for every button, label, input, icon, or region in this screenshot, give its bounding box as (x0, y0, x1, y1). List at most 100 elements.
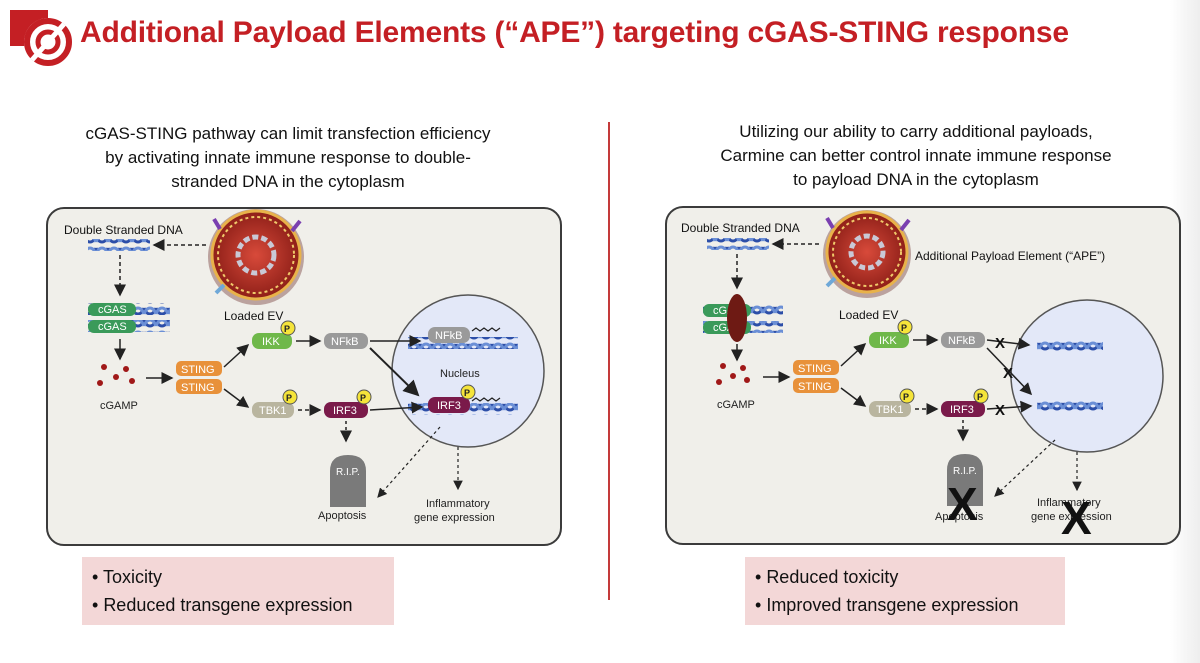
bullet-text: Toxicity (102, 567, 162, 587)
right-caption: Utilizing our ability to carry additiona… (676, 120, 1156, 192)
caption-line: stranded DNA in the cytoplasm (171, 172, 405, 191)
slide-title: Additional Payload Elements (“APE”) targ… (80, 16, 1069, 49)
cgas-label: cGAS (98, 304, 127, 316)
tombstone-icon (947, 454, 983, 506)
irf3-protein (941, 401, 985, 417)
sting-to-ikk-arrow (840, 342, 867, 367)
cgas-protein (88, 303, 136, 316)
phosphate-icon (973, 388, 989, 404)
tbk1-protein (252, 402, 294, 418)
bullet-item: • Improved transgene expression (755, 595, 1019, 615)
phosphate-label: P (977, 392, 983, 402)
nuclear-irf3 (428, 397, 470, 413)
bullet-text: Improved transgene expression (766, 595, 1019, 615)
phosphate-icon (460, 384, 476, 400)
caption-line: by activating innate immune response to … (105, 148, 471, 167)
sting-protein (176, 361, 222, 376)
irf3-label: IRF3 (437, 400, 461, 412)
sting-to-tbk1-arrow (840, 387, 867, 407)
cgamp-label: cGAMP (717, 399, 755, 411)
sting-protein (793, 360, 839, 375)
rip-label: R.I.P. (336, 467, 360, 478)
carmine-logo-icon (10, 10, 72, 66)
nuclear-nfkb (428, 327, 470, 343)
nfkb-label: NFkB (948, 335, 976, 347)
phosphate-icon (356, 389, 372, 405)
gene-expression-label: gene expression (414, 512, 495, 524)
phosphate-label: P (903, 392, 909, 402)
caption-line: Utilizing our ability to carry additiona… (739, 122, 1093, 141)
sting-to-tbk1-arrow (223, 388, 250, 408)
dsdna-label: Double Stranded DNA (681, 221, 800, 235)
loaded-ev-label: Loaded EV (224, 309, 283, 323)
irf3-translocation-arrow (986, 400, 1033, 413)
phosphate-label: P (360, 393, 366, 403)
tbk1-label: TBK1 (259, 405, 287, 417)
phosphate-label: P (464, 388, 470, 398)
sting-label: STING (798, 381, 832, 393)
right-outcomes-box: • Reduced toxicity • Improved transgene … (745, 557, 1065, 625)
phosphate-label: P (286, 393, 292, 403)
block-x-icon: X (995, 335, 1005, 352)
tbk1-label: TBK1 (876, 404, 904, 416)
cgamp-molecules (716, 363, 750, 385)
ape-inhibitor-icon (727, 294, 747, 342)
ape-label: Additional Payload Element (“APE”) (915, 249, 1105, 263)
phosphate-icon (280, 320, 296, 336)
caption-line: Carmine can better control innate immune… (720, 146, 1112, 165)
inflammatory-label: Inflammatory (1037, 497, 1101, 509)
inflammatory-label: Inflammatory (426, 498, 490, 510)
cgas-protein (88, 320, 136, 333)
gene-expression-label: gene expression (1031, 511, 1112, 523)
ikk-label: IKK (879, 335, 897, 347)
mrna-icon (471, 327, 501, 332)
cgamp-label: cGAMP (100, 400, 138, 412)
phosphate-icon (899, 388, 915, 404)
mrna-icon (471, 397, 501, 402)
bullet-item: • Toxicity (92, 567, 162, 587)
tbk1-protein (869, 401, 911, 417)
ikk-protein (869, 332, 909, 348)
nuclear-dna-helix (1037, 400, 1103, 412)
loaded-ev (208, 209, 304, 305)
nfkb-label: NFkB (435, 330, 463, 342)
sting-label: STING (181, 382, 215, 394)
rip-label: R.I.P. (953, 466, 977, 477)
sting-protein (176, 379, 222, 394)
left-pathway-diagram: Double Stranded DNA Loaded EV cGAS cGAS … (46, 207, 562, 546)
nucleus (1010, 299, 1164, 453)
inflammation-block-x-icon: X (1061, 492, 1092, 543)
dsdna-label: Double Stranded DNA (64, 223, 183, 237)
dsdna-helix (88, 239, 150, 251)
sting-label: STING (798, 363, 832, 375)
ikk-label: IKK (262, 336, 280, 348)
irf3-protein (324, 402, 368, 418)
panel-divider (608, 122, 610, 600)
block-x-icon: X (995, 402, 1005, 419)
cgamp-molecules (97, 364, 135, 386)
sting-protein (793, 378, 839, 393)
loaded-ev-label: Loaded EV (839, 308, 898, 322)
irf3-label: IRF3 (333, 405, 357, 417)
apoptosis-label: Apoptosis (318, 510, 367, 522)
nfkb-protein (941, 332, 985, 348)
left-caption: cGAS-STING pathway can limit transfectio… (48, 122, 528, 194)
tombstone-icon (330, 455, 366, 507)
phosphate-icon (897, 319, 913, 335)
left-outcomes-box: • Toxicity • Reduced transgene expressio… (82, 557, 394, 625)
apoptosis-label: Apoptosis (935, 511, 984, 523)
bullet-item: • Reduced toxicity (755, 567, 899, 587)
block-x-icon: X (1003, 365, 1013, 382)
right-pathway-diagram: Double Stranded DNA Additional Payload E… (665, 206, 1181, 545)
bullet-text: Reduced toxicity (766, 567, 899, 587)
dsdna-helix (707, 238, 769, 250)
loaded-ev (823, 210, 911, 298)
nfkb-label: NFkB (331, 336, 359, 348)
nucleus-label: Nucleus (440, 368, 480, 380)
cgas-label: cGAS (98, 321, 127, 333)
sting-to-ikk-arrow (223, 343, 250, 368)
apoptosis-block-x-icon: X (947, 478, 978, 530)
sting-label: STING (181, 364, 215, 376)
nfkb-to-irf3-arrow (986, 347, 1033, 396)
irf3-translocation-arrow (369, 401, 424, 414)
